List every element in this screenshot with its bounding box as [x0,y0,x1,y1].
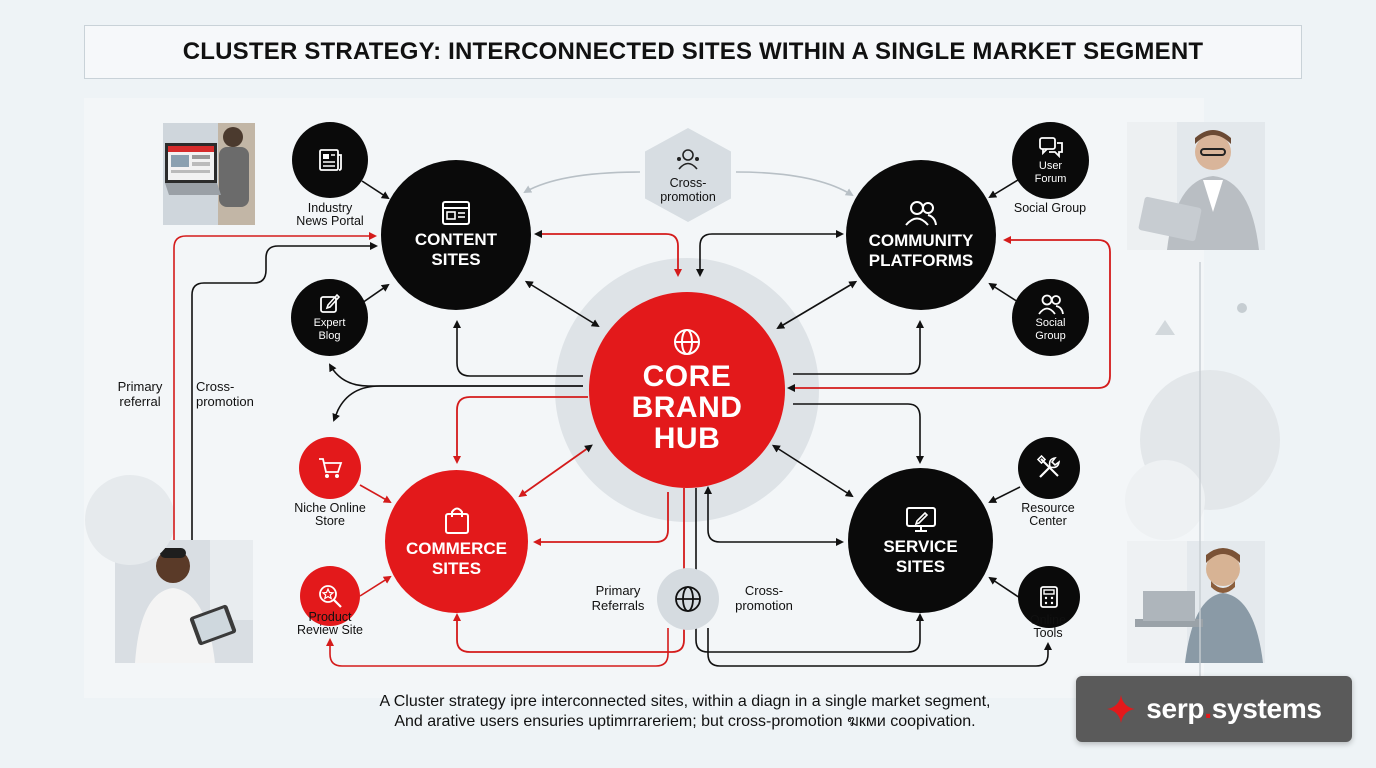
community-platforms-label: COMMUNITY PLATFORMS [868,231,974,270]
primary-referral-left-label: Primary referral [117,379,163,409]
content-sites-node[interactable]: CONTENT SITES [381,160,531,310]
shopping-bag-icon [443,505,471,535]
globe-icon [672,327,702,357]
monitor-edit-icon [905,505,937,533]
cross-promotion-left-label: Cross- promotion [196,379,254,409]
core-brand-hub[interactable]: CORE BRAND HUB [589,292,785,488]
users-icon [904,199,938,227]
online-tools-node[interactable] [1018,566,1080,628]
industry-news-node[interactable] [292,122,368,198]
core-brand-hub-label: CORE BRAND HUB [631,359,743,455]
content-sites-label: CONTENT SITES [414,230,498,269]
brand-star-icon [1106,694,1136,724]
social-group-caption: Social Group [1013,201,1087,215]
page-title: CLUSTER STRATEGY: INTERCONNECTED SITES W… [182,38,1204,65]
niche-store-label: Niche Online Store [294,501,366,528]
brand-logo-text: serp.systems [1146,693,1322,724]
community-platforms-node[interactable]: COMMUNITY PLATFORMS [846,160,996,310]
star-magnifier-icon [317,583,343,609]
social-group-node[interactable]: Social Group [1012,279,1089,356]
people-icon [1037,293,1064,315]
globe-small-icon [673,584,703,614]
footer-line-2: And arative users ensuries uptimrrarerie… [394,713,976,730]
commerce-sites-node[interactable]: COMMERCE SITES [385,470,528,613]
photo-laptop-man-top [1127,122,1265,250]
niche-store-node[interactable] [299,437,361,499]
person-hub-icon [675,146,701,172]
user-forum-node[interactable]: User Forum [1012,122,1089,199]
newspaper-icon [317,148,343,172]
brand-badge: serp.systems [1076,676,1352,742]
browser-window-icon [441,200,471,226]
footer-line-1: A Cluster strategy ipre interconnected s… [379,693,991,710]
title-bar: CLUSTER STRATEGY: INTERCONNECTED SITES W… [84,25,1302,79]
cart-icon [317,456,343,480]
footer-description: A Cluster strategy ipre interconnected s… [300,692,1070,732]
service-sites-node[interactable]: SERVICE SITES [848,468,993,613]
review-site-label: Product Review Site [297,610,363,637]
primary-referrals-bottom-label: Primary Referrals [591,583,645,613]
photo-laptop-man-bottom [1127,541,1265,663]
expert-blog-label: Expert Blog [313,317,346,342]
cross-promotion-top-label: Cross- promotion [660,176,716,204]
photo-laptop-news [163,123,255,225]
social-group-label: Social Group [1035,316,1066,342]
review-site-node[interactable] [300,566,360,626]
chat-bubbles-icon [1038,136,1064,158]
service-sites-label: SERVICE SITES [883,536,958,576]
referral-globe [657,568,719,630]
pen-icon [319,292,341,314]
cross-promotion-bottom-label: Cross- promotion [735,583,793,613]
user-forum-label: User Forum [1034,159,1067,185]
resource-center-node[interactable] [1018,437,1080,499]
expert-blog-node[interactable]: Expert Blog [291,279,368,356]
commerce-sites-label: COMMERCE SITES [405,538,508,578]
online-tools-label: Online Tools [1029,613,1067,640]
industry-news-label: Industry News Portal [296,201,364,228]
tools-icon [1036,454,1062,481]
resource-center-label: Resource Center [1021,501,1075,528]
calculator-icon [1038,585,1060,609]
